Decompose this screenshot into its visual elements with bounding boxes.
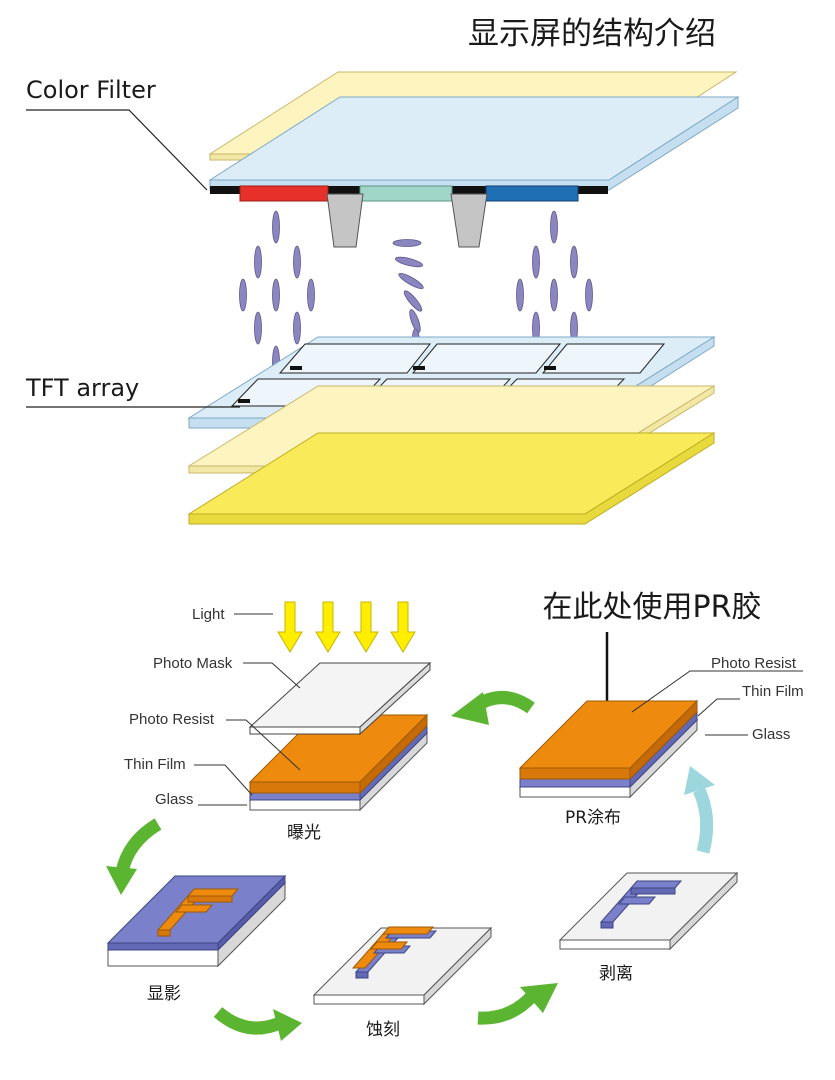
- pr-thin-film-leader: [697, 698, 740, 717]
- resist-pattern-f: [156, 888, 240, 937]
- lc-molecule: [293, 311, 301, 345]
- tft-transistor: [290, 366, 302, 370]
- light-arrows: [277, 601, 416, 653]
- photo-mask-leader: [243, 662, 301, 689]
- thin-film-pattern-f: [599, 880, 683, 929]
- light-arrow: [353, 601, 379, 653]
- tft-array-assembly: [187, 336, 716, 525]
- strip-stack: [558, 871, 739, 951]
- pixel-electrode: [278, 343, 432, 374]
- pr-photo-resist-leader: [631, 670, 803, 713]
- lc-molecule: [532, 245, 540, 279]
- spacer-left: [326, 193, 364, 248]
- color-filter-red: [239, 185, 329, 202]
- tft-transistor: [413, 366, 425, 370]
- pr-coating-stack: [518, 699, 699, 799]
- light-arrow: [315, 601, 341, 653]
- lc-molecule: [570, 245, 578, 279]
- step-strip: 剥离: [599, 964, 633, 984]
- develop-stack: [106, 874, 287, 968]
- flow-arrow-green: [213, 1006, 285, 1035]
- pr-photo-resist-label: Photo Resist: [711, 655, 797, 672]
- etch-stack: [312, 926, 493, 1006]
- light-label: Light: [192, 606, 225, 623]
- pr-thin-film-label: Thin Film: [742, 683, 804, 700]
- spacer-right: [450, 193, 488, 248]
- color-filter-assembly: [208, 71, 740, 248]
- lc-molecule: [394, 256, 424, 268]
- photo-resist-label: Photo Resist: [129, 711, 215, 728]
- photo-mask-label: Photo Mask: [153, 655, 233, 672]
- pixel-electrode: [411, 343, 562, 374]
- flow-arrow-green: [477, 991, 537, 1025]
- step-exposure: 曝光: [287, 823, 321, 843]
- tft-transistor: [238, 399, 250, 403]
- lc-molecule: [272, 210, 280, 244]
- light-arrow: [390, 601, 416, 653]
- lc-molecule: [550, 210, 558, 244]
- photo-resist-leader: [226, 719, 301, 771]
- etched-pattern-f: [351, 926, 438, 979]
- thin-film-label: Thin Film: [124, 756, 186, 773]
- lc-molecule: [239, 278, 247, 312]
- pr-glass-label: Glass: [752, 726, 790, 743]
- page-title: 显示屏的结构介绍: [468, 16, 716, 52]
- step-develop: 显影: [147, 984, 181, 1004]
- lc-molecule: [516, 278, 524, 312]
- process-arrows: [106, 691, 715, 1041]
- lc-molecule: [398, 272, 424, 290]
- lc-molecule: [403, 290, 423, 312]
- lc-molecule: [550, 278, 558, 312]
- light-arrow: [277, 601, 303, 653]
- flow-arrow-cyan: [693, 787, 714, 854]
- tft-transistor: [544, 366, 556, 370]
- step-pr-coating: PR涂布: [565, 808, 621, 828]
- color-filter-green: [359, 185, 453, 202]
- thin-film-layer: [519, 778, 631, 788]
- glass-label: Glass: [155, 791, 193, 808]
- flow-arrow-green: [115, 818, 162, 874]
- lc-molecule: [272, 278, 280, 312]
- color-filter-leader: [26, 109, 208, 191]
- pr-callout: 在此处使用PR胶: [543, 590, 762, 625]
- thin-film-leader: [194, 764, 253, 796]
- lc-molecule: [409, 309, 421, 333]
- color-filter-blue: [485, 185, 579, 202]
- color-filter-label: Color Filter: [26, 76, 156, 104]
- step-etch: 蚀刻: [366, 1020, 400, 1040]
- lc-molecule: [307, 278, 315, 312]
- lc-molecule: [254, 245, 262, 279]
- lc-molecule: [392, 239, 422, 247]
- exposure-stack: F: [248, 661, 432, 812]
- lc-molecule: [585, 278, 593, 312]
- lc-molecule: [293, 245, 301, 279]
- pixel-electrode: [541, 343, 666, 374]
- thin-film-layer: [249, 792, 361, 801]
- liquid-crystal-layer: [239, 210, 593, 379]
- lc-molecule: [254, 311, 262, 345]
- tft-array-label: TFT array: [25, 374, 139, 402]
